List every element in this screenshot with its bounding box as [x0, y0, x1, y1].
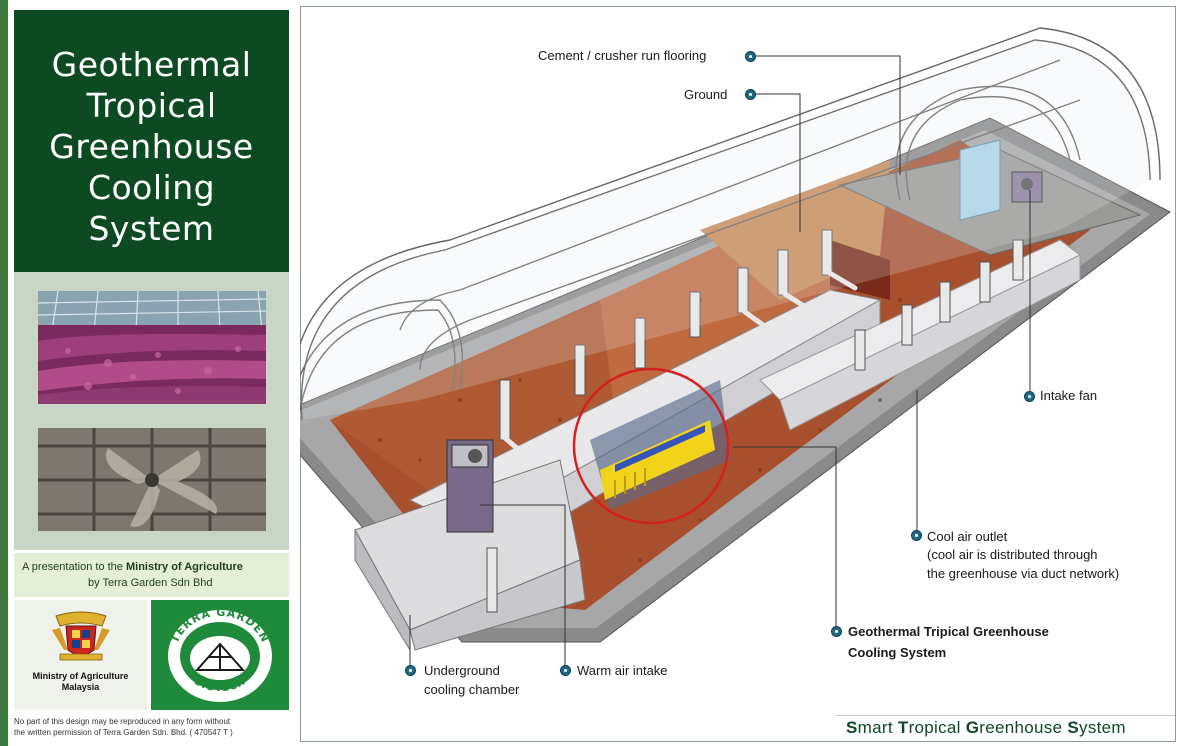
copyright-line: No part of this design may be reproduced… — [14, 717, 231, 726]
left-stripe — [0, 0, 8, 746]
panel-title: Geothermal Tropical Greenhouse Cooling S… — [14, 44, 289, 249]
presentation-box — [14, 553, 289, 597]
label-flooring: Cement / crusher run flooring — [538, 48, 707, 63]
greenhouse-cutaway-illustration — [300, 27, 1176, 716]
label-system: Cooling System — [848, 645, 947, 660]
ministry-box — [14, 600, 147, 710]
footer-title: Smart Tropical Greenhouse System — [846, 718, 1126, 738]
copyright-line: the written permission of Terra Garden S… — [14, 728, 233, 737]
label-ground: Ground — [684, 87, 728, 102]
cooling-coils — [590, 380, 730, 510]
callout-dot-icon — [911, 530, 922, 541]
title-box: Geothermal Tropical Greenhouse Cooling S… — [14, 10, 289, 272]
footer-word: mart — [857, 718, 898, 737]
footer-initial: T — [897, 718, 909, 737]
callout-dot-icon — [745, 89, 756, 100]
footer-initial: S — [846, 718, 858, 737]
title-line: Cooling — [87, 168, 216, 207]
callout-dot-icon — [560, 665, 571, 676]
fan-photo — [38, 428, 266, 531]
callout-dot-icon — [745, 51, 756, 62]
label-warm-air-intake: Warm air intake — [577, 663, 668, 678]
presentation-ministry: Ministry of Agriculture — [125, 561, 243, 573]
callout-dot-icon — [405, 665, 416, 676]
highlight-circle — [572, 367, 730, 525]
copyright-notice: No part of this design may be reproduced… — [14, 716, 294, 738]
ministry-line: Malaysia — [61, 682, 100, 692]
terra-garden-logo-box: TERRA GARDEN BIOTECH — [151, 600, 289, 710]
coat-of-arms-icon — [52, 611, 110, 661]
greenhouse-crop-photo — [38, 291, 266, 404]
label-cool-air-outlet-note: (cool air is distributed through — [927, 547, 1098, 562]
footer-initial: G — [965, 718, 980, 737]
title-line: Tropical — [86, 86, 217, 125]
footer-word: ropical — [908, 718, 966, 737]
glass-door — [959, 139, 1001, 221]
label-system: Geothermal Tripical Greenhouse — [848, 624, 1049, 639]
greenhouse-crop-image — [38, 291, 266, 404]
title-line: Geothermal — [51, 45, 252, 84]
footer-word: reenhouse — [979, 718, 1068, 737]
presentation-prefix: A presentation to the — [22, 561, 126, 573]
label-intake-fan: Intake fan — [1040, 388, 1098, 403]
presentation-by: by Terra Garden Sdn Bhd — [88, 577, 213, 589]
label-underground-chamber: Underground — [424, 663, 500, 678]
callout-dot-icon — [831, 626, 842, 637]
presentation-line: A presentation to the Ministry of Agricu… — [22, 561, 243, 573]
ministry-line: Ministry of Agriculture — [32, 671, 129, 681]
label-cool-air-outlet-note: the greenhouse via duct network) — [927, 566, 1120, 581]
callout-dot-icon — [1024, 391, 1035, 402]
ministry-caption: Ministry of Agriculture Malaysia — [14, 671, 147, 693]
title-line: Greenhouse — [49, 127, 254, 166]
footer-word: ystem — [1079, 718, 1126, 737]
cooling-fan-image — [38, 428, 266, 531]
label-cool-air-outlet: Cool air outlet — [927, 529, 1008, 544]
title-line: System — [88, 209, 215, 248]
label-underground-chamber: cooling chamber — [424, 682, 520, 697]
footer-initial: S — [1067, 718, 1080, 737]
terra-garden-logo-icon: TERRA GARDEN BIOTECH — [168, 606, 272, 702]
greenhouse-arches — [300, 27, 1161, 421]
